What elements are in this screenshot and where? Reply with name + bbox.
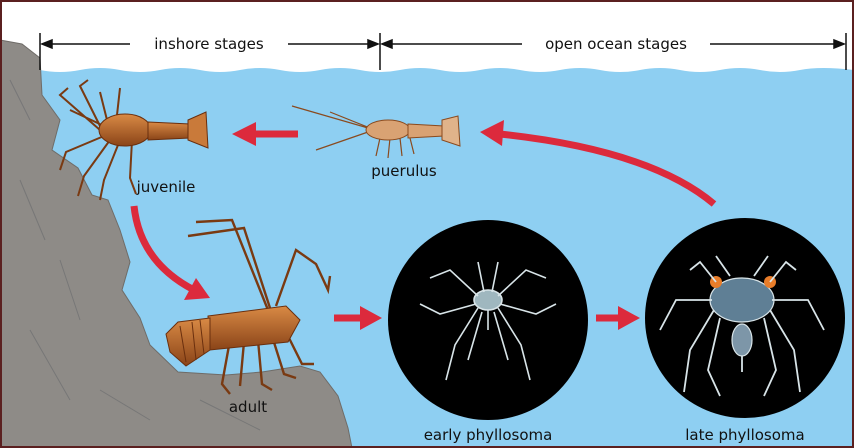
adult-label: adult <box>229 398 267 416</box>
juvenile-label: juvenile <box>136 178 196 196</box>
early-phyllosoma-label: early phyllosoma <box>424 426 553 444</box>
puerulus-label: puerulus <box>371 162 437 180</box>
open-ocean-stages-label: open ocean stages <box>545 35 687 53</box>
inshore-stages-label: inshore stages <box>154 35 264 53</box>
late-phyllosoma-label: late phyllosoma <box>685 426 804 444</box>
